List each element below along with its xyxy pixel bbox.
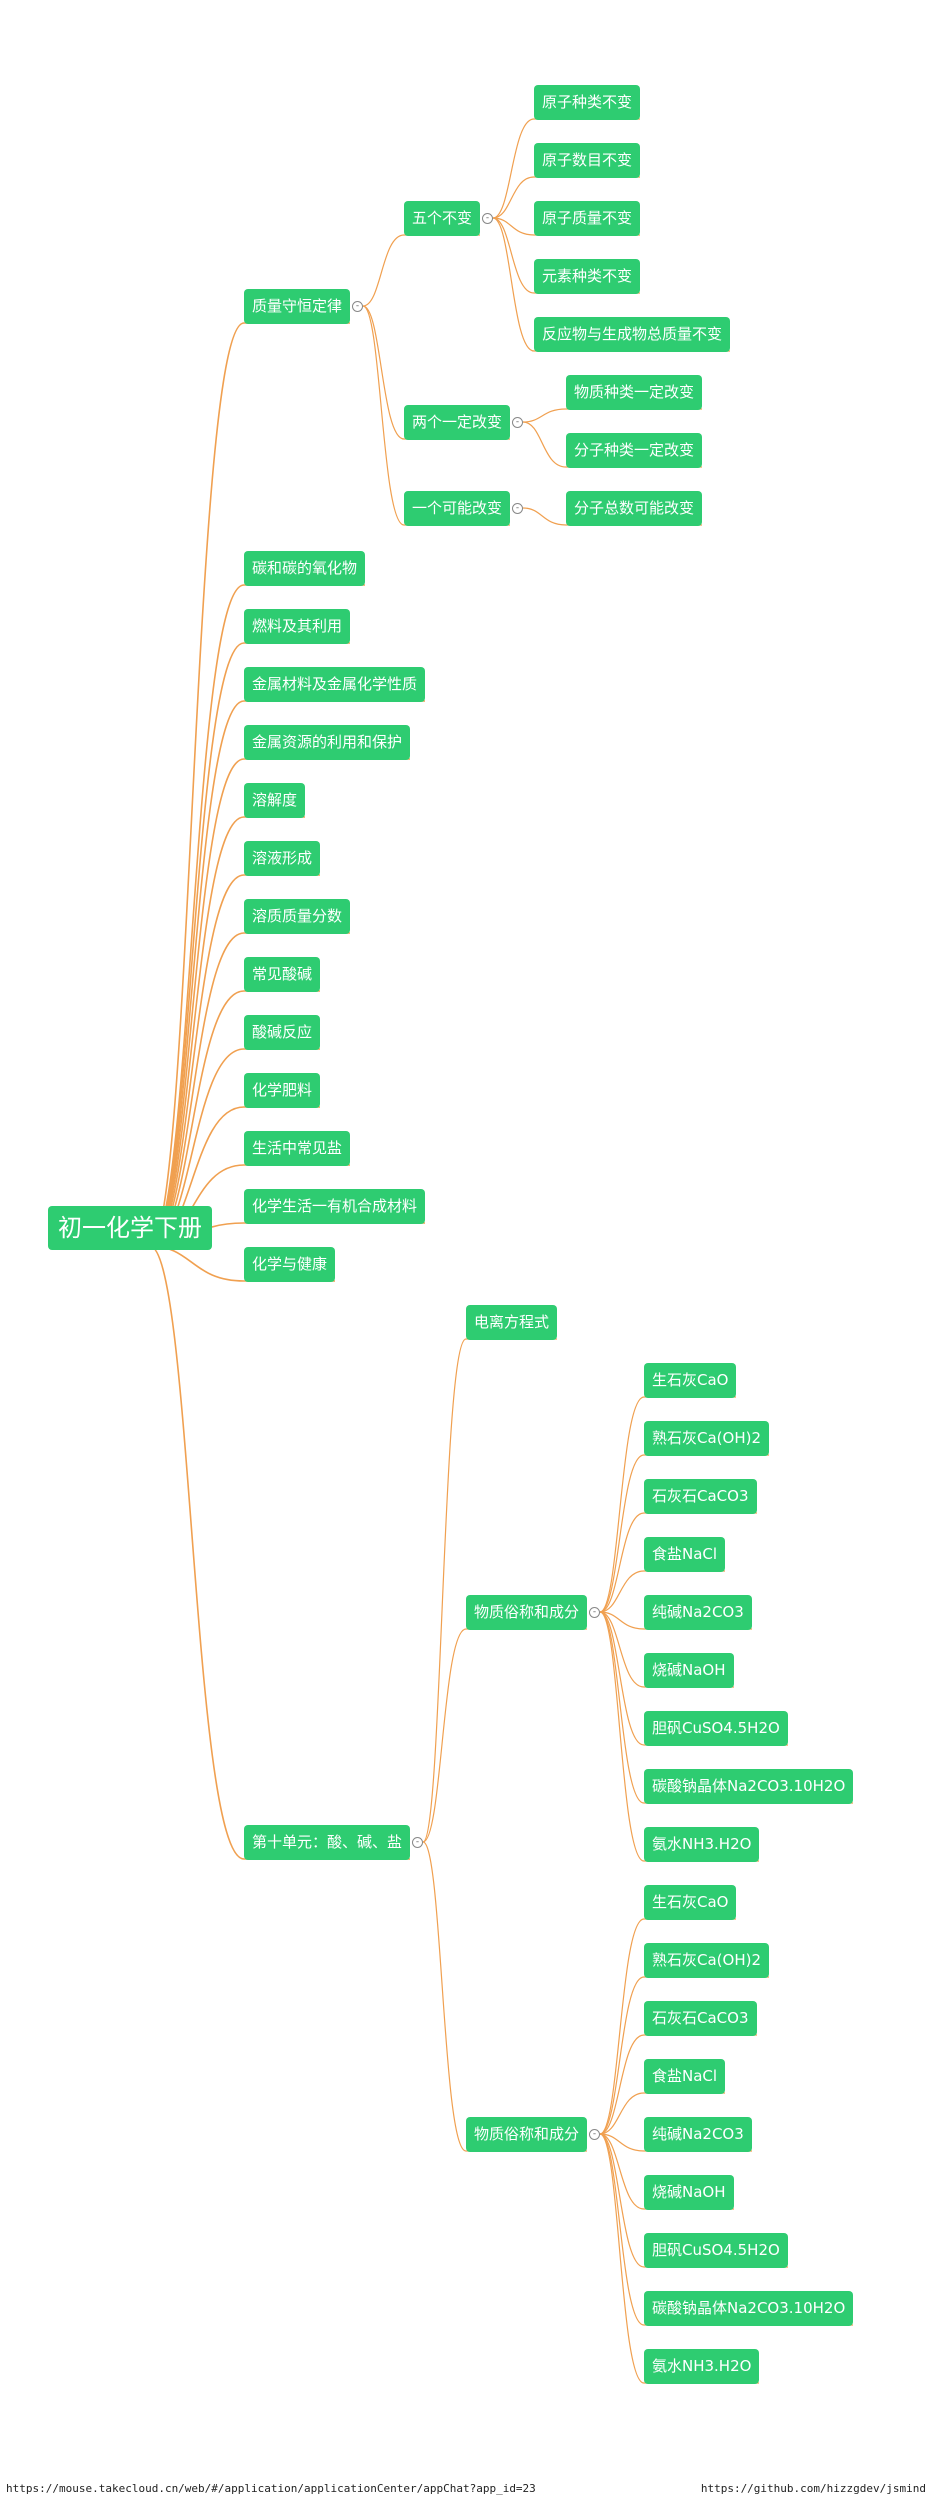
connector-n1b-n1b2 [522, 421, 702, 468]
mindmap-node-n15b[interactable]: 物质俗称和成分 [466, 1594, 588, 1630]
mindmap-node-n15b5[interactable]: 纯碱Na2CO3 [644, 1594, 752, 1630]
connector-n15b-n15b5 [599, 1611, 752, 1630]
mindmap-node-n15c2[interactable]: 熟石灰Ca(OH)2 [644, 1942, 769, 1978]
mindmap-node-n1a4[interactable]: 元素种类不变 [534, 258, 641, 294]
mindmap-node-n1[interactable]: 质量守恒定律 [244, 288, 351, 324]
mindmap-node-n15c8[interactable]: 碳酸钠晶体Na2CO3.10H2O [644, 2290, 854, 2326]
expander-n1a[interactable]: - [482, 212, 493, 224]
mindmap-node-n9[interactable]: 常见酸碱 [244, 956, 321, 992]
connector-n15b-n15b4 [599, 1570, 725, 1613]
mindmap-node-n15c3[interactable]: 石灰石CaCO3 [644, 2000, 757, 2036]
connector-n1a-n1a1 [492, 118, 640, 219]
mindmap-node-n4[interactable]: 金属材料及金属化学性质 [244, 666, 426, 702]
connector-n15c-n15c2 [599, 1976, 769, 2135]
expander-n1b[interactable]: - [512, 416, 523, 428]
connector-n15c-n15c8 [599, 2133, 853, 2326]
connector-n1-n1c [362, 305, 510, 526]
mindmap-node-n15b8[interactable]: 碳酸钠晶体Na2CO3.10H2O [644, 1768, 854, 1804]
connector-n1c-n1c1 [522, 507, 702, 526]
connector-n1a-n1a3 [492, 217, 640, 236]
mindmap-node-n12[interactable]: 生活中常见盐 [244, 1130, 351, 1166]
mindmap-node-n15c1[interactable]: 生石灰CaO [644, 1884, 737, 1920]
mindmap-root-node[interactable]: 初一化学下册 [48, 1206, 212, 1250]
mindmap-node-n1a1[interactable]: 原子种类不变 [534, 84, 641, 120]
connector-n15b-n15b7 [599, 1611, 788, 1746]
mindmap-node-n15c9[interactable]: 氨水NH3.H2O [644, 2348, 760, 2384]
connector-n15-n15b [422, 1628, 587, 1843]
mindmap-node-n1a3[interactable]: 原子质量不变 [534, 200, 641, 236]
connector-n15c-n15c3 [599, 2034, 757, 2135]
mindmap-node-n10[interactable]: 酸碱反应 [244, 1014, 321, 1050]
connector-n1-n1b [362, 305, 510, 440]
connector-n15b-n15b6 [599, 1611, 734, 1688]
mindmap-node-n15b6[interactable]: 烧碱NaOH [644, 1652, 734, 1688]
expander-n1[interactable]: - [352, 300, 363, 312]
connector-n15b-n15b1 [599, 1396, 736, 1613]
mindmap-node-n15b2[interactable]: 熟石灰Ca(OH)2 [644, 1420, 769, 1456]
mindmap-node-n13[interactable]: 化学生活一有机合成材料 [244, 1188, 426, 1224]
mindmap-node-n15[interactable]: 第十单元：酸、碱、盐 [244, 1824, 411, 1860]
mindmap-node-n2[interactable]: 碳和碳的氧化物 [244, 550, 366, 586]
mindmap-node-n15c7[interactable]: 胆矾CuSO4.5H2O [644, 2232, 788, 2268]
mindmap-node-n15c4[interactable]: 食盐NaCl [644, 2058, 726, 2094]
jsmind-credit-link[interactable]: https://github.com/hizzgdev/jsmind [700, 2482, 926, 2495]
connector-n1a-n1a4 [492, 217, 640, 294]
connector-n1a-n1a2 [492, 176, 640, 219]
mindmap-node-n5[interactable]: 金属资源的利用和保护 [244, 724, 411, 760]
connector-n15c-n15c7 [599, 2133, 788, 2268]
mindmap-node-n15b3[interactable]: 石灰石CaCO3 [644, 1478, 757, 1514]
connector-n15c-n15c1 [599, 1918, 736, 2135]
mindmap-node-n15b4[interactable]: 食盐NaCl [644, 1536, 726, 1572]
connector-n15-n15c [422, 1841, 587, 2152]
mindmap-node-n14[interactable]: 化学与健康 [244, 1246, 336, 1282]
mindmap-node-n8[interactable]: 溶质质量分数 [244, 898, 351, 934]
expander-n15[interactable]: - [412, 1836, 423, 1848]
mindmap-node-n15c[interactable]: 物质俗称和成分 [466, 2116, 588, 2152]
connector-n15c-n15c6 [599, 2133, 734, 2210]
connector-n15b-n15b8 [599, 1611, 853, 1804]
mindmap-node-n1c1[interactable]: 分子总数可能改变 [566, 490, 703, 526]
mindmap-node-n1a2[interactable]: 原子数目不变 [534, 142, 641, 178]
mindmap-node-n15c6[interactable]: 烧碱NaOH [644, 2174, 734, 2210]
connector-n15c-n15c9 [599, 2133, 759, 2384]
mindmap-node-n15b1[interactable]: 生石灰CaO [644, 1362, 737, 1398]
mindmap-node-n1a[interactable]: 五个不变 [404, 200, 481, 236]
mindmap-node-n7[interactable]: 溶液形成 [244, 840, 321, 876]
connector-n15c-n15c5 [599, 2133, 752, 2152]
mindmap-node-n15b7[interactable]: 胆矾CuSO4.5H2O [644, 1710, 788, 1746]
mindmap-node-n1b[interactable]: 两个一定改变 [404, 404, 511, 440]
connector-root-n1 [149, 322, 350, 1247]
mindmap-node-n1a5[interactable]: 反应物与生成物总质量不变 [534, 316, 731, 352]
mindmap-node-n1b1[interactable]: 物质种类一定改变 [566, 374, 703, 410]
connector-n1a-n1a5 [492, 217, 730, 352]
connector-n15c-n15c4 [599, 2092, 725, 2135]
mindmap-node-n11[interactable]: 化学肥料 [244, 1072, 321, 1108]
expander-n15b[interactable]: - [589, 1606, 600, 1618]
connector-n15b-n15b3 [599, 1512, 757, 1613]
mindmap-node-n15b9[interactable]: 氨水NH3.H2O [644, 1826, 760, 1862]
connector-n1-n1a [362, 234, 480, 307]
mindmap-node-n15c5[interactable]: 纯碱Na2CO3 [644, 2116, 752, 2152]
connector-n15b-n15b9 [599, 1611, 759, 1862]
mindmap-node-n15a[interactable]: 电离方程式 [466, 1304, 558, 1340]
mindmap-node-n1c[interactable]: 一个可能改变 [404, 490, 511, 526]
mindmap-node-n6[interactable]: 溶解度 [244, 782, 306, 818]
connector-root-n15 [149, 1245, 410, 1860]
expander-n15c[interactable]: - [589, 2128, 600, 2140]
mindmap-node-n1b2[interactable]: 分子种类一定改变 [566, 432, 703, 468]
connector-n1b-n1b1 [522, 408, 702, 423]
expander-n1c[interactable]: - [512, 502, 523, 514]
connector-n15b-n15b2 [599, 1454, 769, 1613]
connector-n15-n15a [422, 1338, 557, 1843]
mindmap-node-n3[interactable]: 燃料及其利用 [244, 608, 351, 644]
source-url-link[interactable]: https://mouse.takecloud.cn/web/#/applica… [6, 2482, 536, 2495]
